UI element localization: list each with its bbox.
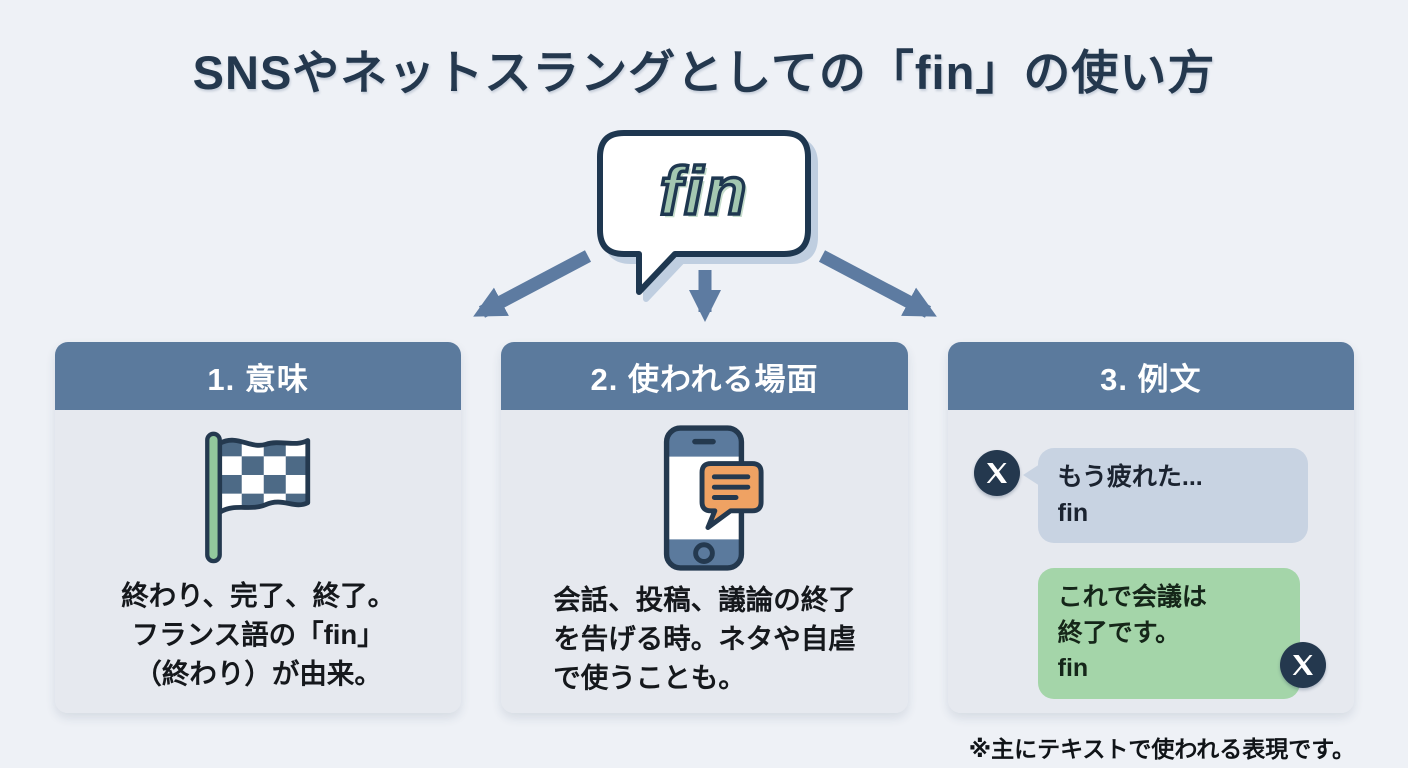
smartphone-chat-icon [664,425,765,571]
bubble-tail [1022,464,1040,486]
arrows [473,250,937,322]
fin-word: fin [658,151,749,231]
card-usage-text: 会話、投稿、議論の終了 を告げる時。ネタや自虐 で使うことも。 [553,584,856,694]
page-title: SNSやネットスラングとしての「fin」の使い方 [192,46,1216,99]
arrow-left-icon [473,250,592,318]
cards-row: 1. 意味 [55,342,1354,713]
chat-message-left: もう疲れた... fin [1022,448,1308,543]
speech-bubble [597,130,811,295]
footnote: ※主にテキストで使われる表現です。 [968,736,1355,762]
card-usage: 2. 使われる場面 会話、投稿、議論の終了 を告げる時。ネタや自虐 で使うことも… [501,342,908,713]
x-logo-icon [973,450,1020,496]
card-usage-header: 2. 使われる場面 [501,342,908,410]
card-examples-header: 3. 例文 [947,342,1354,410]
card-meaning-header: 1. 意味 [55,342,462,410]
checkered-flag-icon [205,431,311,564]
x-logo-icon [1279,642,1326,688]
card-meaning-text: 終わり、完了、終了。 フランス語の「fin」 （終わり）が由来。 [121,580,396,690]
card-meaning: 1. 意味 [55,342,462,713]
chat-message-right: これで会議は 終了です。 fin [1037,568,1315,699]
card-examples: 3. 例文 もう疲れた... fin これで会議は 終了です。 fin [947,342,1354,713]
arrow-right-icon [818,250,937,318]
